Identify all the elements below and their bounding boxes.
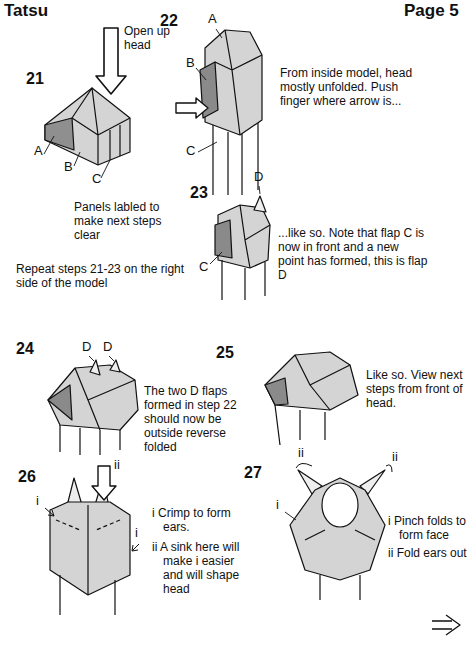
ear-arrow: [296, 463, 392, 472]
push-arrow: [96, 28, 126, 94]
step-number: 24: [16, 342, 34, 356]
panel-letter: A: [208, 12, 217, 26]
panel-letter: D: [254, 170, 263, 184]
crimp-arrow: [132, 544, 139, 551]
panel-letter: D: [103, 340, 112, 354]
fold-marker: i: [135, 526, 138, 540]
panel-letter: B: [64, 160, 73, 174]
fold-marker: i: [36, 494, 39, 508]
model-figure: [50, 502, 130, 595]
instruction-text: Open up head: [124, 24, 184, 52]
model-ear: [68, 478, 82, 505]
leader-line: [196, 29, 222, 152]
instruction-text: Panels labled to make next steps clear: [74, 200, 186, 242]
model-panel: [215, 220, 232, 258]
instruction-text: ii Fold ears out: [388, 546, 471, 560]
step-number: 25: [216, 346, 234, 360]
model-flap: [110, 360, 120, 372]
instruction-text: i Crimp to form ears.: [152, 506, 253, 534]
fold-lines: [305, 530, 375, 600]
model-figure: [45, 88, 130, 165]
instruction-text: i Pinch folds to form face: [388, 514, 471, 542]
fold-marker: ii: [298, 446, 304, 460]
leader-line: [285, 512, 296, 520]
leader-line: [210, 186, 260, 264]
step-number: 23: [190, 186, 208, 200]
fold-lines: [275, 355, 350, 445]
model-flap: [254, 196, 266, 212]
panel-letter: D: [82, 340, 91, 354]
instruction-text: ii A sink here will make i easier and wi…: [152, 540, 253, 596]
step-number: 21: [26, 72, 44, 86]
model-face: [322, 483, 358, 527]
page-title: Tatsu: [4, 4, 48, 18]
model-panel: [265, 378, 288, 405]
panel-letter: C: [186, 144, 195, 158]
panel-letter: A: [34, 144, 43, 158]
instruction-text: Like so. View next steps from front of h…: [366, 368, 466, 410]
step-number: 22: [160, 14, 178, 28]
fold-lines: [222, 205, 270, 300]
step-number: 26: [18, 470, 36, 484]
leader-line: [89, 356, 114, 361]
step-number: 27: [244, 466, 262, 480]
crimp-arrow: [45, 508, 54, 516]
instruction-text: ...like so. Note that flap C is now in f…: [278, 226, 428, 282]
instruction-text: The two D flaps formed in step 22 should…: [144, 384, 252, 454]
fold-marker: i: [276, 498, 279, 512]
sink-arrow: [92, 466, 116, 500]
page-number: Page 5: [404, 4, 459, 18]
model-figure: [265, 352, 358, 410]
fold-lines: [72, 88, 130, 165]
instruction-text: Repeat steps 21-23 on the right side of …: [16, 262, 198, 290]
crimp-lines: [56, 520, 120, 530]
fold-lines: [60, 505, 115, 615]
fold-marker: ii: [392, 450, 398, 464]
model-figure: [290, 478, 385, 580]
model-flap: [90, 360, 100, 375]
instruction-text: From inside model, head mostly unfolded.…: [280, 66, 430, 108]
fold-marker: ii: [114, 458, 120, 472]
panel-letter: C: [199, 260, 208, 274]
fold-lines: [60, 368, 135, 455]
push-arrow: [176, 98, 208, 118]
panel-letter: C: [92, 172, 101, 186]
model-panel: [48, 385, 72, 420]
panel-letter: B: [186, 56, 195, 70]
next-page-arrow: [432, 615, 460, 635]
